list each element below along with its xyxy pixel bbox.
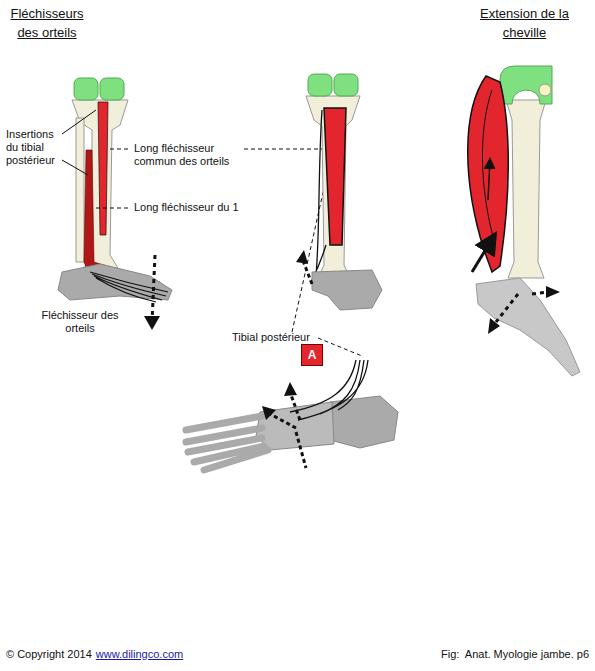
middle-leg: [296, 74, 382, 310]
leader-lines: [96, 149, 362, 356]
part-name: Insertions du tibial postérieur: [6, 128, 62, 167]
part-name: Long fléchisseur commun des orteils: [134, 142, 242, 168]
bottom-foot: [186, 360, 398, 470]
web-link: www.dilingco.com: [96, 648, 183, 661]
panel-heading: Fléchisseurs des orteils: [2, 4, 92, 42]
part-name: Long fléchisseur du 1: [134, 201, 242, 214]
copyright: © Copyright 2014: [6, 648, 92, 661]
figure-caption: Fig: Anat. Myologie jambe. p6: [441, 648, 589, 661]
callout-box: A: [301, 344, 323, 366]
panel-heading: Extension de la cheville: [462, 4, 587, 42]
right-leg: [468, 66, 580, 376]
callout-letter: A: [308, 348, 317, 362]
part-name: Fléchisseur des orteils: [36, 309, 124, 335]
part-name: Tibial postérieur: [232, 331, 318, 344]
